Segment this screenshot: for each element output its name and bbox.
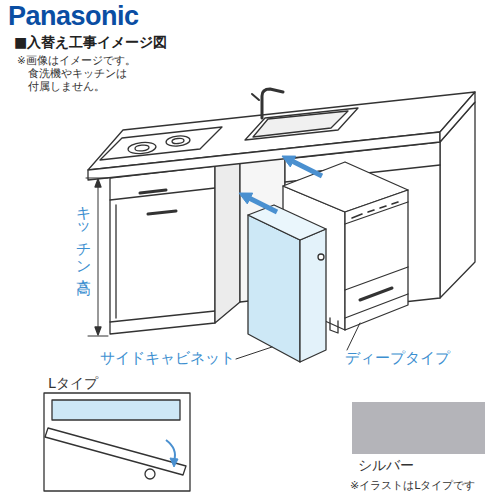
inset-cabinet bbox=[52, 400, 180, 420]
burner bbox=[172, 138, 184, 144]
color-swatch bbox=[352, 402, 485, 454]
diagram-title: ■入替え工事イメージ図 bbox=[14, 34, 167, 51]
legend-label: シルバー bbox=[358, 457, 414, 475]
burner bbox=[135, 144, 150, 151]
drawer-handle bbox=[360, 288, 392, 300]
caption-note: ※イラストはLタイプです bbox=[350, 479, 475, 492]
insert-arrow-shaft bbox=[293, 162, 322, 177]
side-cabinet-top bbox=[248, 205, 326, 240]
sink-basin bbox=[253, 111, 348, 137]
insert-arrow-head bbox=[282, 156, 296, 167]
inset-panel: Lタイプ bbox=[44, 374, 194, 494]
part-name: ディープタイプ bbox=[345, 349, 450, 367]
faucet-lever bbox=[252, 94, 259, 100]
left-cabinet bbox=[110, 166, 215, 334]
leader-line bbox=[236, 323, 360, 359]
burner bbox=[166, 135, 191, 147]
insertion-arrows bbox=[239, 156, 322, 212]
kitchen-unit bbox=[86, 89, 475, 362]
side-cabinet-side bbox=[248, 215, 300, 362]
control-buttons bbox=[352, 202, 398, 218]
dimension-arrowhead bbox=[95, 327, 101, 335]
counter-end bbox=[440, 92, 475, 142]
cooktop bbox=[100, 127, 222, 160]
burner bbox=[128, 141, 157, 155]
inset-wheel bbox=[145, 469, 155, 479]
dishwasher-front bbox=[345, 190, 408, 330]
inset-frame bbox=[44, 393, 190, 491]
drawer-line bbox=[110, 188, 215, 322]
dishwasher-panel-line bbox=[345, 202, 408, 318]
brand-logo: Panasonic bbox=[8, 0, 139, 32]
opening-side-wall bbox=[215, 146, 240, 323]
cabinet-knob bbox=[318, 254, 324, 260]
inset-heading: Lタイプ bbox=[44, 374, 194, 392]
part-name: サイドキャビネット bbox=[100, 349, 235, 367]
side-cabinet-front bbox=[300, 229, 326, 362]
drawer-handle bbox=[140, 190, 176, 214]
swing-arrowhead bbox=[170, 458, 178, 467]
insert-arrow-shaft bbox=[250, 199, 277, 213]
dimension-arrowhead bbox=[95, 179, 101, 187]
dimension-label: キッチン高さ bbox=[75, 196, 93, 287]
leveling-foot bbox=[330, 318, 338, 333]
faucet bbox=[262, 89, 283, 118]
insert-arrow-head bbox=[239, 193, 253, 204]
inset-door bbox=[45, 428, 186, 475]
note-text: ※画像はイメージです。 食洗機やキッチンは 付属しません。 bbox=[17, 54, 168, 93]
l-type-inset bbox=[44, 393, 190, 491]
